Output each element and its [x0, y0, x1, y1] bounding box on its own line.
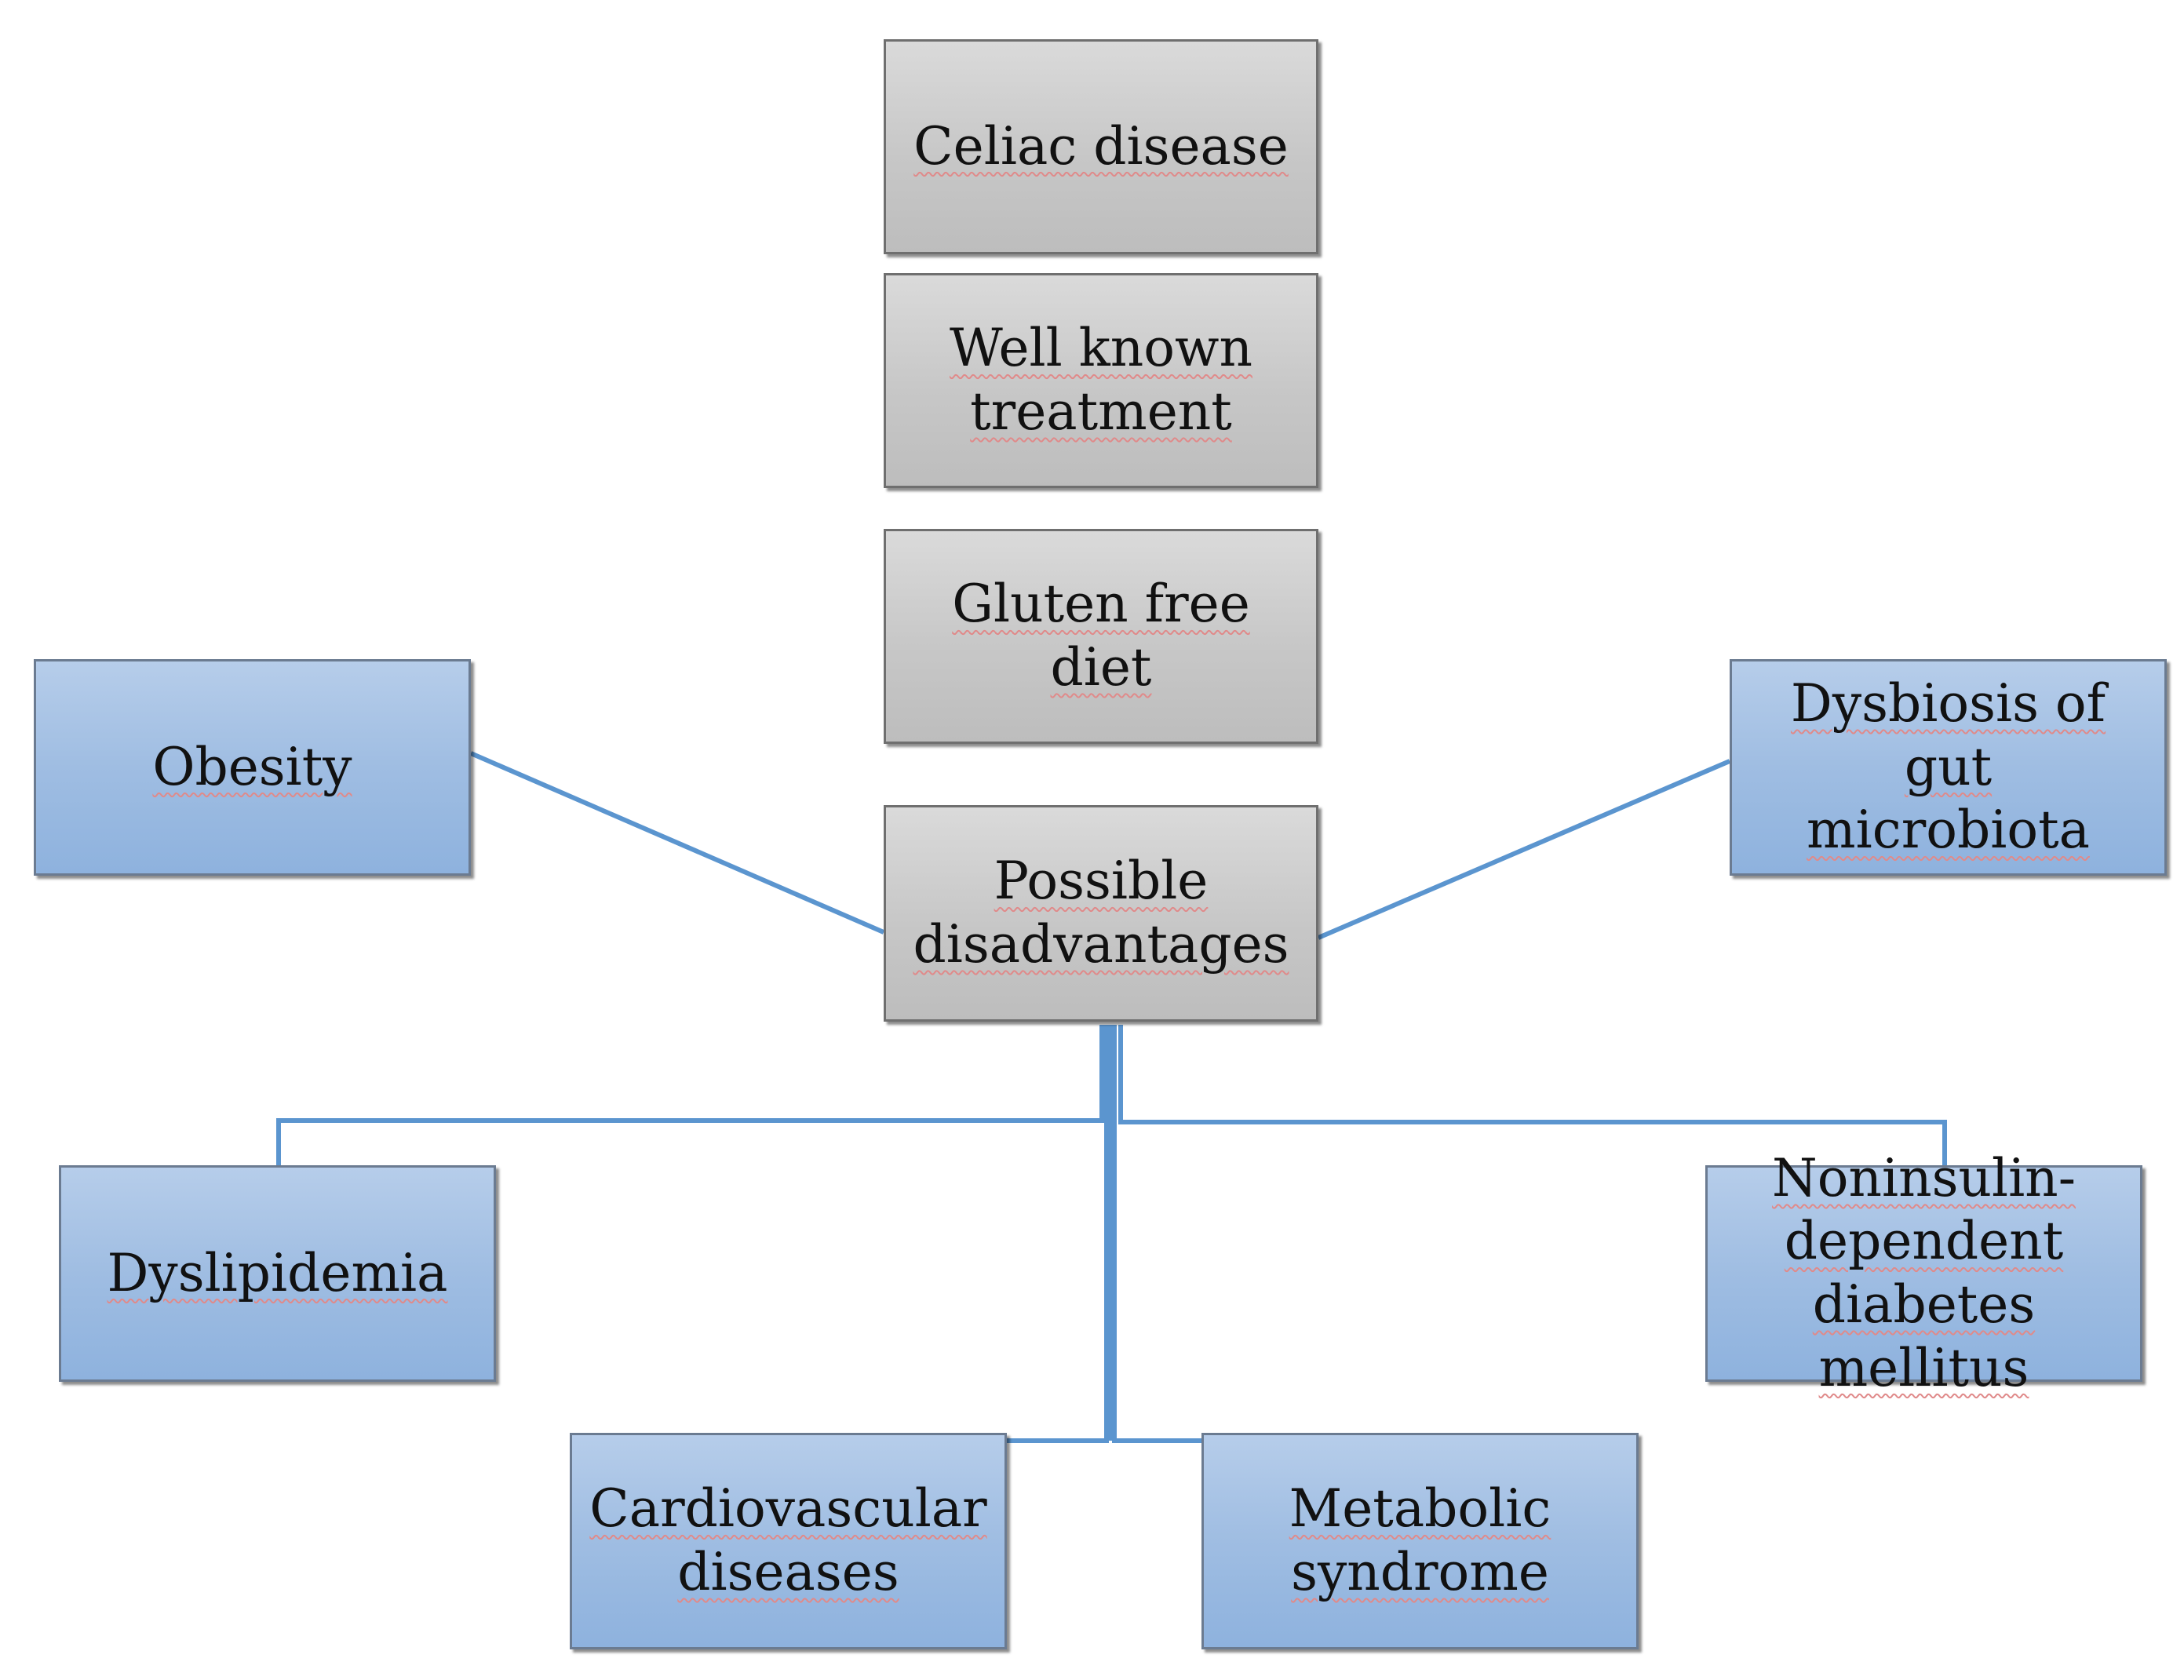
node-possible-disadvantages: Possible disadvantages — [884, 805, 1318, 1022]
node-dysbiosis: Dysbiosis of gut microbiota — [1730, 659, 2167, 876]
edge-dyslipidemia — [276, 1025, 1104, 1165]
node-dyslipidemia: Dyslipidemia — [59, 1165, 496, 1382]
node-well-known-treatment: Well known treatment — [884, 273, 1318, 488]
node-obesity-label: Obesity — [152, 736, 352, 797]
edge-metabolic — [1112, 1025, 1201, 1443]
edge-dysbiosis — [1317, 759, 1731, 940]
node-cardiovascular: Cardiovascular diseases — [570, 1433, 1007, 1649]
node-dyslipidemia-label: Dyslipidemia — [107, 1242, 448, 1303]
edge-niddm — [1118, 1025, 1947, 1165]
node-niddm-label: Noninsulin- dependent diabetes mellitus — [1771, 1147, 2076, 1398]
node-obesity: Obesity — [34, 659, 471, 876]
node-metabolic-syndrome-label: Metabolic syndrome — [1289, 1478, 1551, 1602]
node-cardiovascular-label: Cardiovascular diseases — [589, 1478, 987, 1602]
node-niddm: Noninsulin- dependent diabetes mellitus — [1705, 1148, 2142, 1398]
node-gluten-free-diet-label: Gluten free diet — [952, 574, 1250, 698]
node-celiac-disease-label: Celiac disease — [913, 115, 1289, 177]
edge-obesity — [469, 751, 885, 935]
node-celiac-disease: Celiac disease — [884, 39, 1318, 254]
node-dysbiosis-label: Dysbiosis of gut microbiota — [1790, 673, 2106, 861]
node-metabolic-syndrome: Metabolic syndrome — [1201, 1433, 1639, 1649]
node-gluten-free-diet: Gluten free diet — [884, 529, 1318, 744]
edge-cardio — [1007, 1025, 1109, 1443]
node-well-known-treatment-label: Well known treatment — [950, 318, 1252, 442]
node-possible-disadvantages-label: Possible disadvantages — [913, 851, 1289, 975]
